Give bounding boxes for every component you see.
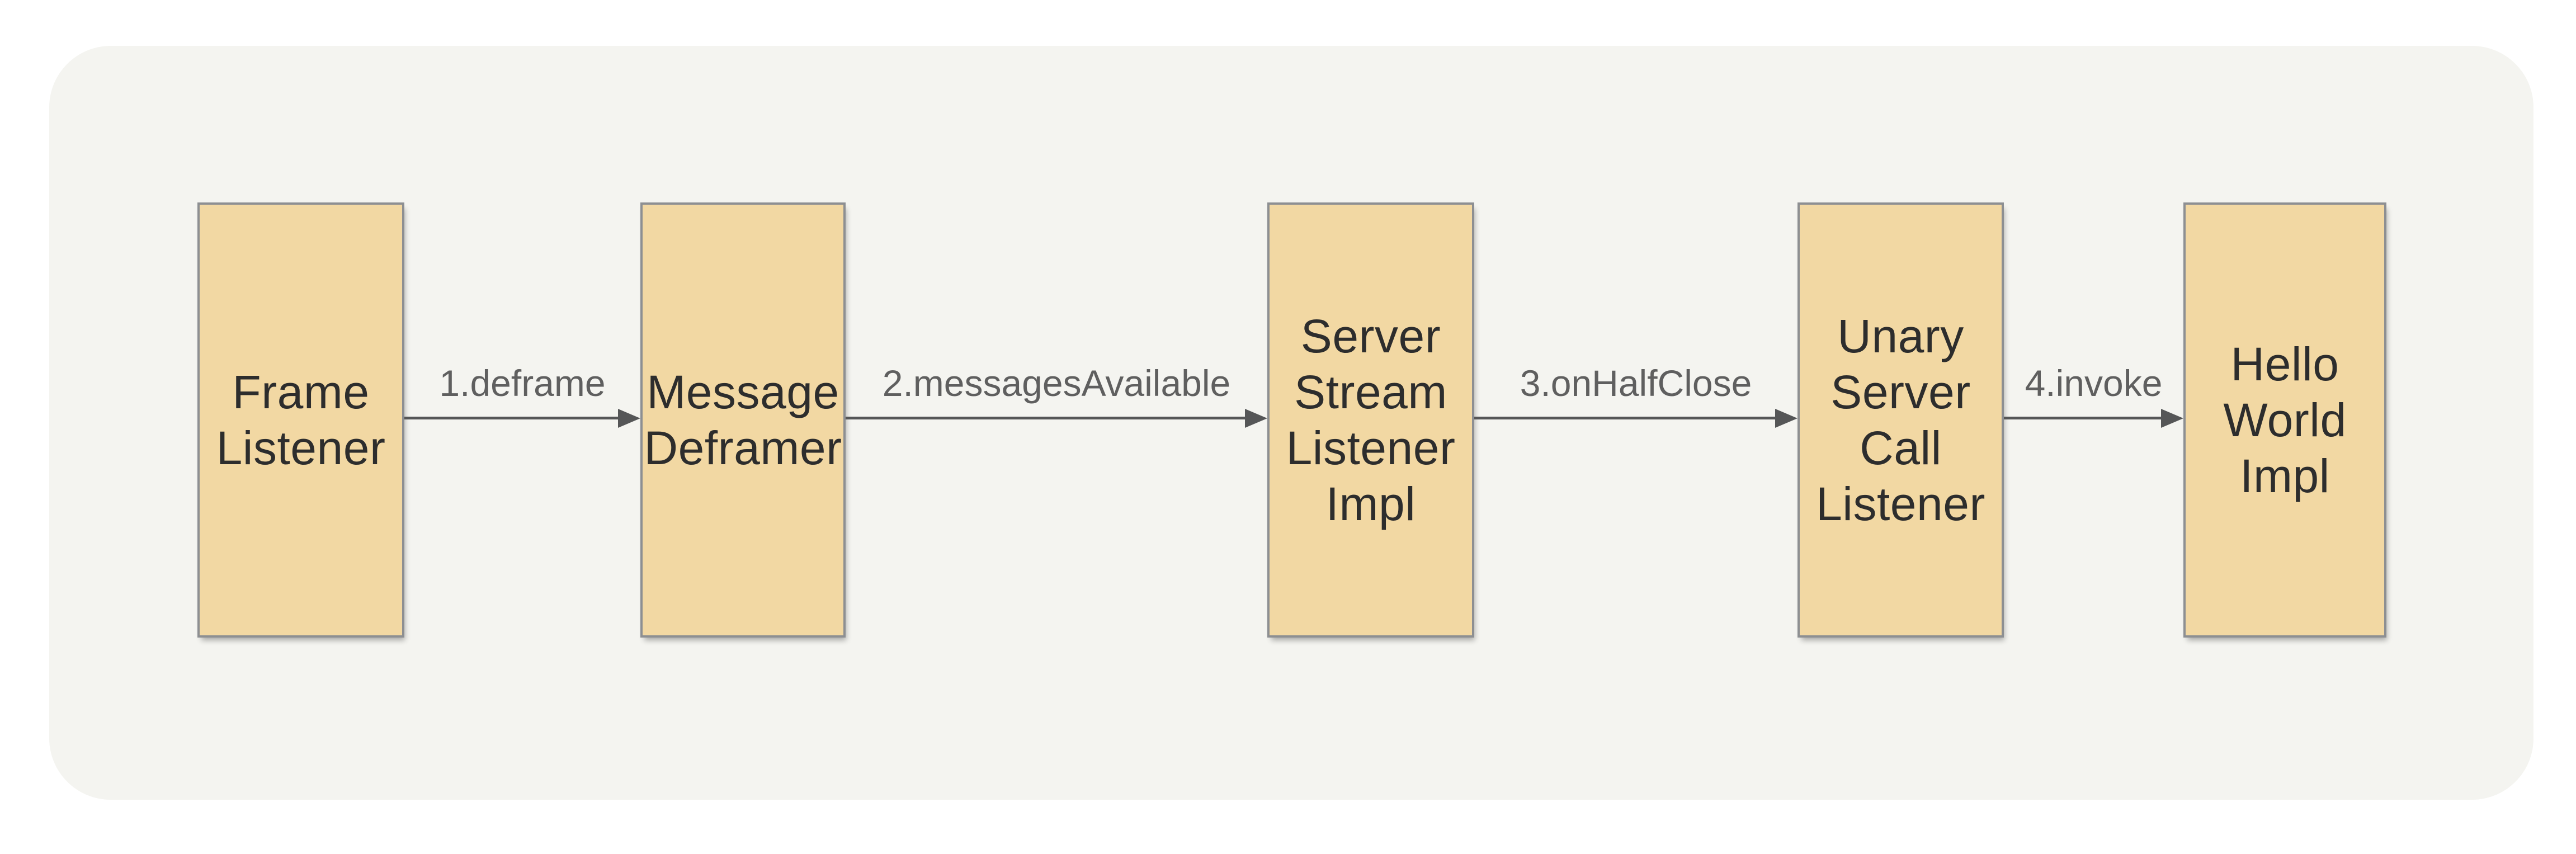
diagram-node-label: Server Stream Listener Impl (1286, 310, 1456, 530)
edge-arrowhead-icon (1245, 409, 1267, 428)
edge-label: 4.invoke (2025, 362, 2163, 404)
node-unary-server-call-listener: Unary Server Call Listener (1797, 202, 2004, 638)
diagram-node-label: Hello World Impl (2223, 338, 2347, 502)
edge-line (846, 417, 1251, 419)
edge-line (404, 417, 624, 419)
edge-line (2004, 417, 2167, 419)
edge-line (1474, 417, 1781, 419)
edge-arrowhead-icon (1775, 409, 1797, 428)
edge-arrowhead-icon (618, 409, 640, 428)
edge-label: 3.onHalfClose (1520, 362, 1752, 404)
diagram-node-label: Message Deframer (644, 366, 842, 474)
diagram-node-label: Frame Listener (216, 366, 386, 474)
edge-label: 1.deframe (439, 362, 606, 404)
node-frame-listener: Frame Listener (197, 202, 404, 638)
node-message-deframer: Message Deframer (640, 202, 846, 638)
edge-arrowhead-icon (2161, 409, 2183, 428)
node-server-stream-listener-impl: Server Stream Listener Impl (1267, 202, 1474, 638)
diagram-node-label: Unary Server Call Listener (1816, 310, 1985, 530)
node-hello-world-impl: Hello World Impl (2183, 202, 2386, 638)
edge-label: 2.messagesAvailable (882, 362, 1231, 404)
